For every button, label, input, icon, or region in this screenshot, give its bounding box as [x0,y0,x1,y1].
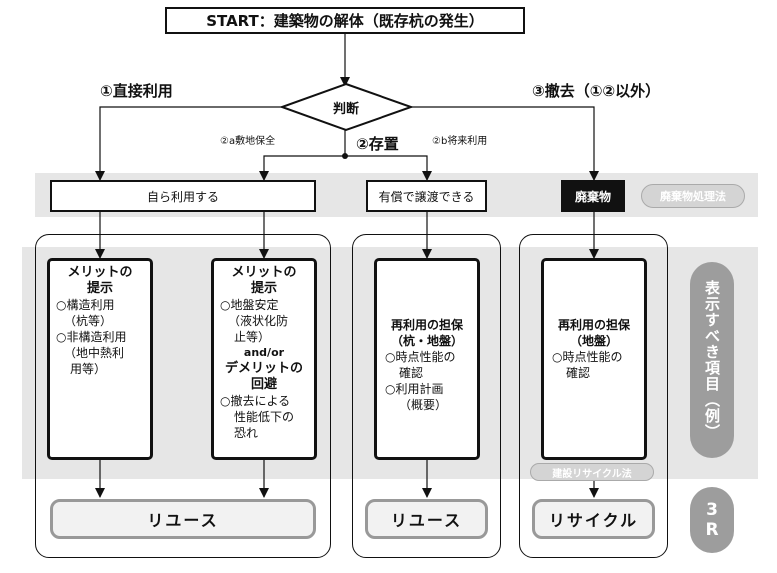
recycle-law-pill: 建設リサイクル法 [530,463,654,481]
box2-item: 恐れ [234,426,259,440]
box2-andor: and/or [243,346,285,359]
self-use-label: 自ら利用する [146,189,219,204]
start-label: START：建築物の解体（既存杭の発生） [206,12,484,30]
side-bar [690,262,734,458]
waste-label: 廃棄物 [574,189,611,204]
decision-label: 判断 [332,101,359,117]
box1-title2: 提示 [86,281,113,296]
side-3r-text: 3R [702,500,722,540]
group-frame-recycle [519,234,668,558]
result-reuse-direct-label: リユース [147,511,219,530]
box1-item: （杭等） [64,314,113,328]
branch1-label: ①直接利用 [100,82,173,100]
box3-title2: （杭・地盤） [390,334,463,348]
box1-item: ○非構造利用 [56,330,127,344]
transfer-box: 有償で譲渡できる [366,180,487,212]
box3-item: 確認 [399,366,424,380]
box1-item: 用等） [70,362,107,376]
box4-title1: 再利用の担保 [557,318,630,332]
group-frame-reuse-direct [35,234,331,558]
side-3r-bar [690,487,734,553]
box2-item: ○撤去による [220,394,291,408]
branch3-label: ③撤去（①②以外） [532,82,661,100]
decision-diamond [279,82,414,132]
box2-item: （液状化防 [228,314,289,328]
box2-title4: 回避 [250,377,277,392]
box2-item: 性能低下の [234,410,295,424]
box3-title1: 再利用の担保 [390,318,463,332]
box1-item: ○構造利用 [56,298,115,312]
box2-title1: メリットの [231,265,297,280]
box1-item: （地中熱利 [64,346,125,360]
recycle-law-label: 建設リサイクル法 [552,468,632,480]
start-box: START：建築物の解体（既存杭の発生） [165,7,525,34]
result-reuse-transfer: リユース [365,499,488,539]
box3-item: ○利用計画 [385,382,444,396]
box4-title2: （地盤） [569,334,618,348]
result-reuse-direct: リユース [50,499,316,539]
sub-b-label: ②b将来利用 [432,136,488,147]
box4-item: 確認 [566,366,591,380]
box2-item: ○地盤安定 [220,298,279,312]
box3-item: ○時点性能の [385,350,456,364]
box2-title2: 提示 [250,281,277,296]
box1-title1: メリットの [67,265,133,280]
sub-a-label: ②a敷地保全 [220,136,276,147]
side-label-text: 表示すべき項目（例） [703,280,721,440]
result-recycle: リサイクル [532,499,655,539]
box-recycle-guarantee: 再利用の担保 （地盤） ○時点性能の 確認 [541,258,647,460]
box4-item: ○時点性能の [552,350,623,364]
box-merit-structural: メリットの 提示 ○構造利用 （杭等） ○非構造利用 （地中熱利 用等） [47,258,153,460]
box2-item: 止等） [234,330,271,344]
waste-law-pill: 廃棄物処理法 [641,184,745,208]
result-reuse-transfer-label: リユース [390,511,463,530]
group-frame-reuse-transfer [352,234,501,558]
box-reuse-guarantee: 再利用の担保 （杭・地盤） ○時点性能の 確認 ○利用計画 （概要） [374,258,480,460]
box-merit-ground: メリットの 提示 ○地盤安定 （液状化防 止等） and/or デメリットの 回… [211,258,317,460]
waste-box: 廃棄物 [561,180,625,212]
self-use-box: 自ら利用する [50,180,316,212]
branch2-label: ②存置 [356,135,399,153]
box3-item: （概要） [399,398,448,412]
side-3r: 3R [690,487,734,553]
box2-title3: デメリットの [224,361,303,376]
waste-law-label: 廃棄物処理法 [660,190,726,203]
transfer-label: 有償で譲渡できる [378,189,475,204]
side-label: 表示すべき項目（例） [690,262,734,458]
result-recycle-label: リサイクル [548,511,639,530]
